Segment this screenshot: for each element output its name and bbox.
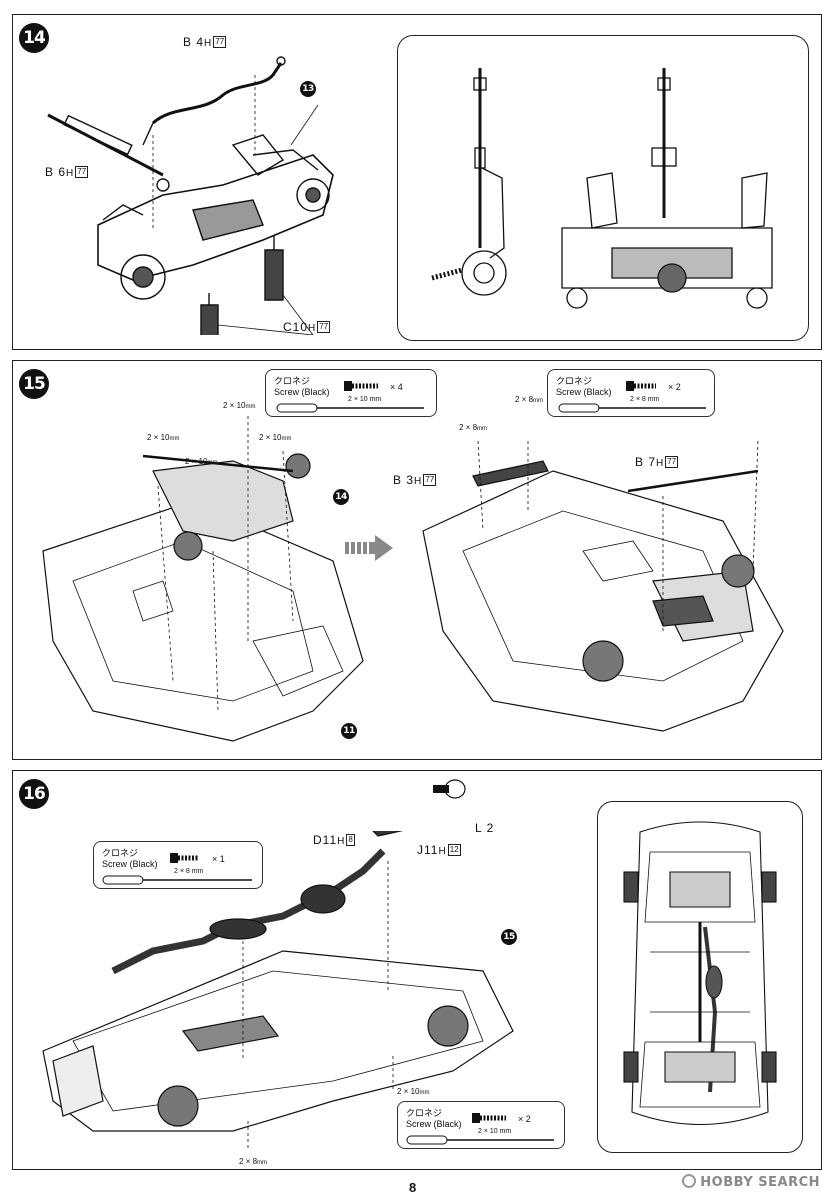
chassis-with-installed-parts-drawing (422, 440, 784, 732)
step-14-completed-view-inset (397, 35, 809, 341)
screw-size: 2 × 8 mm (630, 396, 660, 403)
callout-step-11: 11 (341, 723, 357, 739)
screwdriver-icon (276, 403, 424, 413)
chassis-with-suspension-drawing (42, 416, 364, 742)
screw-label-jp: クロネジ (102, 848, 139, 858)
exhaust-and-chassis-drawing (42, 831, 514, 1151)
size-note-2x10: 2 × 10mm (397, 1087, 430, 1096)
step-14-panel: 14 (12, 14, 822, 350)
tailpipe-tip-icon (433, 779, 466, 799)
screw-quantity: × 1 (212, 854, 225, 864)
step-14-number: 14 (19, 23, 49, 53)
callout-step-14: 14 (333, 489, 349, 505)
next-arrow-icon (345, 535, 393, 561)
screw-label-jp: クロネジ (406, 1108, 443, 1118)
step-15-number: 15 (19, 369, 49, 399)
screw-size: 2 × 10 mm (348, 396, 382, 403)
screw-icon (170, 853, 198, 863)
screw-label-en: Screw (Black) (406, 1119, 462, 1129)
callout-step-13: 13 (300, 81, 316, 97)
hobby-search-logo-icon (682, 1174, 697, 1188)
callout-step-15: 15 (501, 929, 517, 945)
size-note-2x10-a: 2 × 10mm (223, 401, 256, 410)
hobby-search-watermark: HOBBY SEARCH (682, 1174, 820, 1190)
screwdriver-icon (406, 1135, 554, 1145)
screwdriver-icon (558, 403, 706, 413)
screw-size: 2 × 8 mm (174, 868, 204, 875)
screwdriver-icon (102, 875, 252, 885)
screw-label-en: Screw (Black) (556, 387, 612, 397)
screw-label-jp: クロネジ (274, 376, 311, 386)
step-16-number: 16 (19, 779, 49, 809)
size-note-2x10-b: 2 × 10mm (147, 433, 180, 442)
screw-quantity: × 4 (390, 382, 403, 392)
page-number: 8 (409, 1180, 417, 1195)
screw-label-en: Screw (Black) (102, 859, 158, 869)
size-note-2x8-a: 2 × 8mm (515, 395, 544, 404)
screw-icon (344, 381, 378, 391)
screw-label-en: Screw (Black) (274, 387, 330, 397)
screw-icon (472, 1113, 506, 1123)
step-16-underside-view-inset (597, 801, 803, 1153)
screw-label-jp: クロネジ (556, 376, 593, 386)
part-label-l2: L 2 (475, 821, 495, 835)
completed-suspension-view-drawing (431, 68, 773, 309)
car-underside-view-drawing (623, 821, 777, 1126)
screw-icon (626, 381, 656, 391)
size-note-2x8: 2 × 8mm (239, 1157, 268, 1166)
screw-quantity: × 2 (668, 382, 681, 392)
size-note-2x8-b: 2 × 8mm (459, 423, 488, 432)
size-note-2x10-d: 2 × 10mm (185, 457, 218, 466)
size-note-2x10-c: 2 × 10mm (259, 433, 292, 442)
screw-size: 2 × 10 mm (478, 1128, 512, 1135)
rear-suspension-assembly-drawing (47, 56, 334, 335)
screw-quantity: × 2 (518, 1114, 531, 1124)
